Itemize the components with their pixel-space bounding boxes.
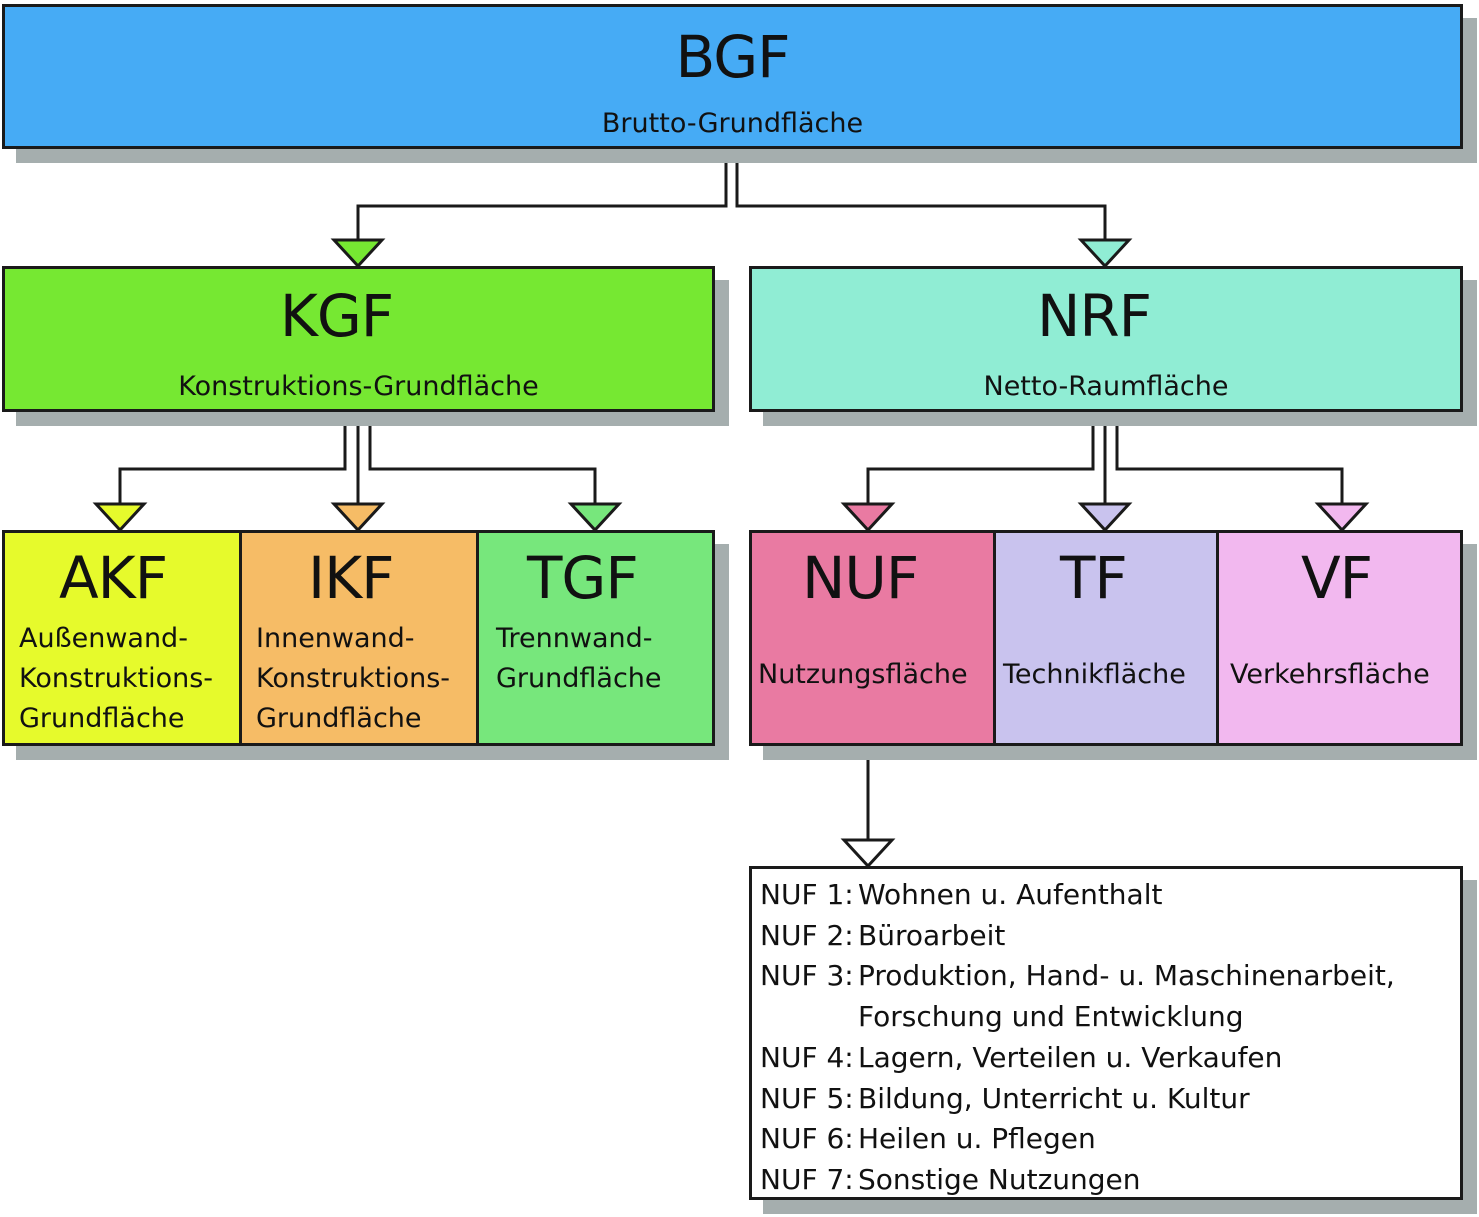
arrowhead-tgf bbox=[567, 502, 623, 533]
arrowhead-akf bbox=[92, 502, 148, 533]
nuf-full-name: Nutzungsfläche bbox=[758, 659, 968, 690]
nuf-category-item: NUF 3:Produktion, Hand- u. Maschinenarbe… bbox=[760, 956, 1454, 1037]
nrf-full-name: Netto-Raumfläche bbox=[983, 371, 1229, 402]
ikf-full-name: Innenwand- Konstruktions- Grundfläche bbox=[256, 623, 451, 734]
connector-nrf-nuf bbox=[866, 411, 1095, 504]
vf-abbr: VF bbox=[1301, 544, 1373, 612]
nuf-category-item: NUF 2:Büroarbeit bbox=[760, 916, 1454, 957]
tf-abbr: TF bbox=[1060, 544, 1128, 612]
bgf-full-name: Brutto-Grundfläche bbox=[601, 108, 864, 139]
connector-nrf-vf bbox=[1115, 411, 1344, 504]
tgf-full-name: Trennwand- Grundfläche bbox=[496, 623, 662, 694]
arrowhead-vf bbox=[1314, 502, 1370, 533]
nuf-category-text: Produktion, Hand- u. Maschinenarbeit, Fo… bbox=[858, 959, 1395, 1034]
nuf-category-code: NUF 4: bbox=[760, 1040, 854, 1074]
arrowhead-tf bbox=[1077, 502, 1133, 533]
nuf-category-text: Wohnen u. Aufenthalt bbox=[858, 878, 1163, 911]
connector-bgf-nrf bbox=[735, 148, 1107, 240]
bgf-box: BGF Brutto-Grundfläche bbox=[2, 4, 1463, 149]
akf-abbr: AKF bbox=[59, 544, 168, 612]
ikf-abbr: IKF bbox=[308, 544, 395, 612]
akf-full-name: Außenwand- Konstruktions- Grundfläche bbox=[19, 623, 214, 734]
nrf-abbr: NRF bbox=[1036, 282, 1152, 350]
connector-kgf-akf bbox=[118, 411, 347, 504]
nrf-children-group: NUF Nutzungsfläche TF Technikfläche VF V… bbox=[749, 530, 1463, 746]
nuf-category-item: NUF 1:Wohnen u. Aufenthalt bbox=[760, 875, 1454, 916]
vf-box: VF Verkehrsfläche bbox=[1216, 530, 1463, 746]
arrowhead-ikf bbox=[330, 502, 386, 533]
kgf-children-group: AKF Außenwand- Konstruktions- Grundfläch… bbox=[2, 530, 715, 746]
nuf-category-text: Sonstige Nutzungen bbox=[858, 1162, 1141, 1196]
connector-bgf-kgf bbox=[356, 148, 728, 240]
arrowhead-nuf-list bbox=[840, 838, 896, 869]
arrowhead-nuf bbox=[840, 502, 896, 533]
nuf-category-text: Bildung, Unterricht u. Kultur bbox=[858, 1081, 1250, 1115]
nuf-category-code: NUF 2: bbox=[760, 918, 854, 952]
nuf-category-code: NUF 7: bbox=[760, 1162, 854, 1196]
arrowhead-kgf bbox=[330, 238, 386, 269]
vf-full-name: Verkehrsfläche bbox=[1230, 659, 1430, 690]
kgf-box: KGF Konstruktions-Grundfläche bbox=[2, 266, 715, 412]
nuf-category-item: NUF 4:Lagern, Verteilen u. Verkaufen bbox=[760, 1038, 1454, 1079]
tgf-box: TGF Trennwand- Grundfläche bbox=[476, 530, 715, 746]
nuf-category-code: NUF 6: bbox=[760, 1122, 854, 1156]
nuf-category-code: NUF 5: bbox=[760, 1081, 854, 1115]
akf-box: AKF Außenwand- Konstruktions- Grundfläch… bbox=[2, 530, 242, 746]
nuf-category-code: NUF 3: bbox=[760, 959, 854, 993]
nuf-category-item: NUF 5:Bildung, Unterricht u. Kultur bbox=[760, 1079, 1454, 1120]
nuf-category-text: Lagern, Verteilen u. Verkaufen bbox=[858, 1040, 1283, 1074]
arrowhead-nrf bbox=[1077, 238, 1133, 269]
connector-kgf-tgf bbox=[368, 411, 597, 504]
tf-box: TF Technikfläche bbox=[993, 530, 1219, 746]
nuf-box: NUF Nutzungsfläche bbox=[749, 530, 996, 746]
nuf-category-item: NUF 6:Heilen u. Pflegen bbox=[760, 1119, 1454, 1160]
nuf-category-text: Heilen u. Pflegen bbox=[858, 1122, 1096, 1156]
tgf-abbr: TGF bbox=[527, 544, 639, 612]
nuf-category-code: NUF 1: bbox=[760, 878, 854, 911]
nuf-abbr: NUF bbox=[802, 544, 919, 612]
ikf-box: IKF Innenwand- Konstruktions- Grundfläch… bbox=[239, 530, 479, 746]
bgf-abbr: BGF bbox=[675, 23, 790, 91]
nuf-category-item: NUF 7:Sonstige Nutzungen bbox=[760, 1160, 1454, 1201]
nrf-box: NRF Netto-Raumfläche bbox=[749, 266, 1463, 412]
tf-full-name: Technikfläche bbox=[1003, 659, 1186, 690]
nuf-category-text: Büroarbeit bbox=[858, 918, 1006, 952]
kgf-abbr: KGF bbox=[279, 282, 394, 350]
kgf-full-name: Konstruktions-Grundfläche bbox=[178, 371, 539, 402]
